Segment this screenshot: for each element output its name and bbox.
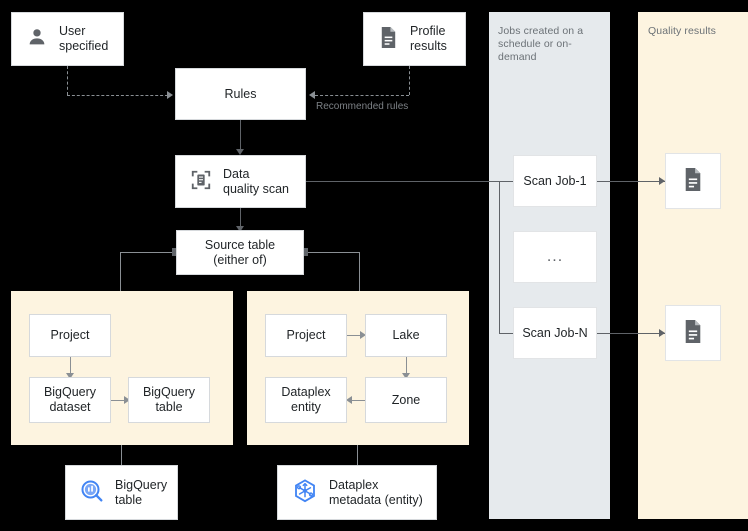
connector-nub-right [300,248,308,256]
node-source-table[interactable]: Source table (either of) [176,230,304,275]
node-dataplex-lake[interactable]: Lake [365,314,447,357]
arrowhead-dp-zone-to-entity [346,396,352,404]
arrowhead-bq-project-to-dataset [66,373,74,379]
node-scan-job-1[interactable]: Scan Job-1 [513,155,597,207]
connector-jobn-to-result [597,333,673,334]
connector-job1-to-result [597,181,673,182]
arrowhead-user-to-rules [167,91,173,99]
node-bigquery-project-label: Project [50,328,90,342]
connector-user-to-rules-horizontal [67,95,168,96]
node-data-quality-scan[interactable]: Data quality scan [175,155,306,208]
node-dataplex-entity-label: Dataplex entity [281,385,331,414]
connector-user-to-rules-vertical [67,66,68,95]
node-bigquery-dataset[interactable]: BigQuery dataset [29,377,111,423]
node-result-doc-n[interactable] [665,305,721,361]
connector-bq-project-to-dataset [70,357,71,377]
node-bigquery-table-sink[interactable]: BigQuery table [65,465,178,520]
connector-dp-lake-to-zone [406,357,407,377]
panel-quality-results [638,12,748,519]
bigquery-icon [80,479,104,507]
connector-scan-to-jobs-vertical [499,181,500,333]
node-bigquery-dataset-label: BigQuery dataset [43,385,97,414]
node-user-specified[interactable]: User specified [11,12,124,66]
node-bigquery-table-label: BigQuery table [142,385,196,414]
connector-scan-to-jobs-horizontal [306,181,500,182]
node-bigquery-table-sink-label: BigQuery table [115,477,168,507]
panel-jobs-caption: Jobs created on a schedule or on-demand [498,25,584,63]
connector-rules-to-scan [240,120,241,153]
arrowhead-dp-lake-to-zone [402,373,410,379]
document-icon [682,167,704,196]
node-profile-results[interactable]: Profile results [363,12,466,66]
arrowhead-job1-to-result [659,177,665,185]
arrowhead-rules-to-scan [236,149,244,155]
node-data-quality-scan-label: Data quality scan [223,166,290,196]
connector-dp-project-to-lake [347,335,364,336]
connector-source-right-horizontal [304,252,360,253]
edge-label-recommended-rules: Recommended rules [316,101,409,112]
arrowhead-scan-to-source-table [236,226,244,232]
connector-source-left-vertical [120,252,121,291]
connector-dp-panel-to-sink [357,445,358,465]
node-bigquery-project[interactable]: Project [29,314,111,357]
connector-source-right-vertical [359,252,360,291]
person-icon [26,26,48,52]
node-dataplex-metadata-sink[interactable]: Dataplex metadata (entity) [277,465,437,520]
connector-profile-to-rules-vertical [409,66,410,95]
connector-scan-to-source-table [240,208,241,230]
node-profile-results-label: Profile results [410,24,447,53]
node-dataplex-metadata-sink-label: Dataplex metadata (entity) [329,477,423,507]
arrowhead-dp-project-to-lake [360,331,366,339]
node-scan-job-ellipsis[interactable]: ... [513,231,597,283]
connector-bq-panel-to-sink [121,445,122,465]
node-result-doc-1[interactable] [665,153,721,209]
node-scan-job-1-label: Scan Job-1 [523,173,587,188]
node-dataplex-zone[interactable]: Zone [365,377,447,423]
arrowhead-bq-dataset-to-table [124,396,130,404]
node-user-specified-label: User specified [59,24,109,53]
node-dataplex-project[interactable]: Project [265,314,347,357]
connector-source-left-horizontal [120,252,176,253]
node-rules-label: Rules [224,86,257,101]
arrowhead-profile-to-rules [309,91,315,99]
node-scan-job-ellipsis-label: ... [546,248,564,265]
arrowhead-jobn-to-result [659,329,665,337]
document-icon [378,26,399,53]
node-source-table-label: Source table (either of) [204,237,276,267]
connector-profile-to-rules-horizontal [315,95,409,96]
node-scan-job-n[interactable]: Scan Job-N [513,307,597,359]
panel-quality-results-caption: Quality results [648,25,717,37]
node-dataplex-zone-label: Zone [391,392,421,407]
connector-to-scan-job-1 [499,181,513,182]
connector-bq-dataset-to-table [111,400,128,401]
document-icon [682,319,704,348]
node-rules[interactable]: Rules [175,68,306,120]
node-dataplex-lake-label: Lake [392,328,420,342]
connector-dp-zone-to-entity [352,400,369,401]
scan-icon [190,169,212,195]
node-dataplex-entity[interactable]: Dataplex entity [265,377,347,423]
node-scan-job-n-label: Scan Job-N [522,325,588,340]
dataplex-icon [292,478,318,508]
connector-to-scan-job-n [499,333,513,334]
node-dataplex-project-label: Project [286,328,326,342]
node-bigquery-table[interactable]: BigQuery table [128,377,210,423]
